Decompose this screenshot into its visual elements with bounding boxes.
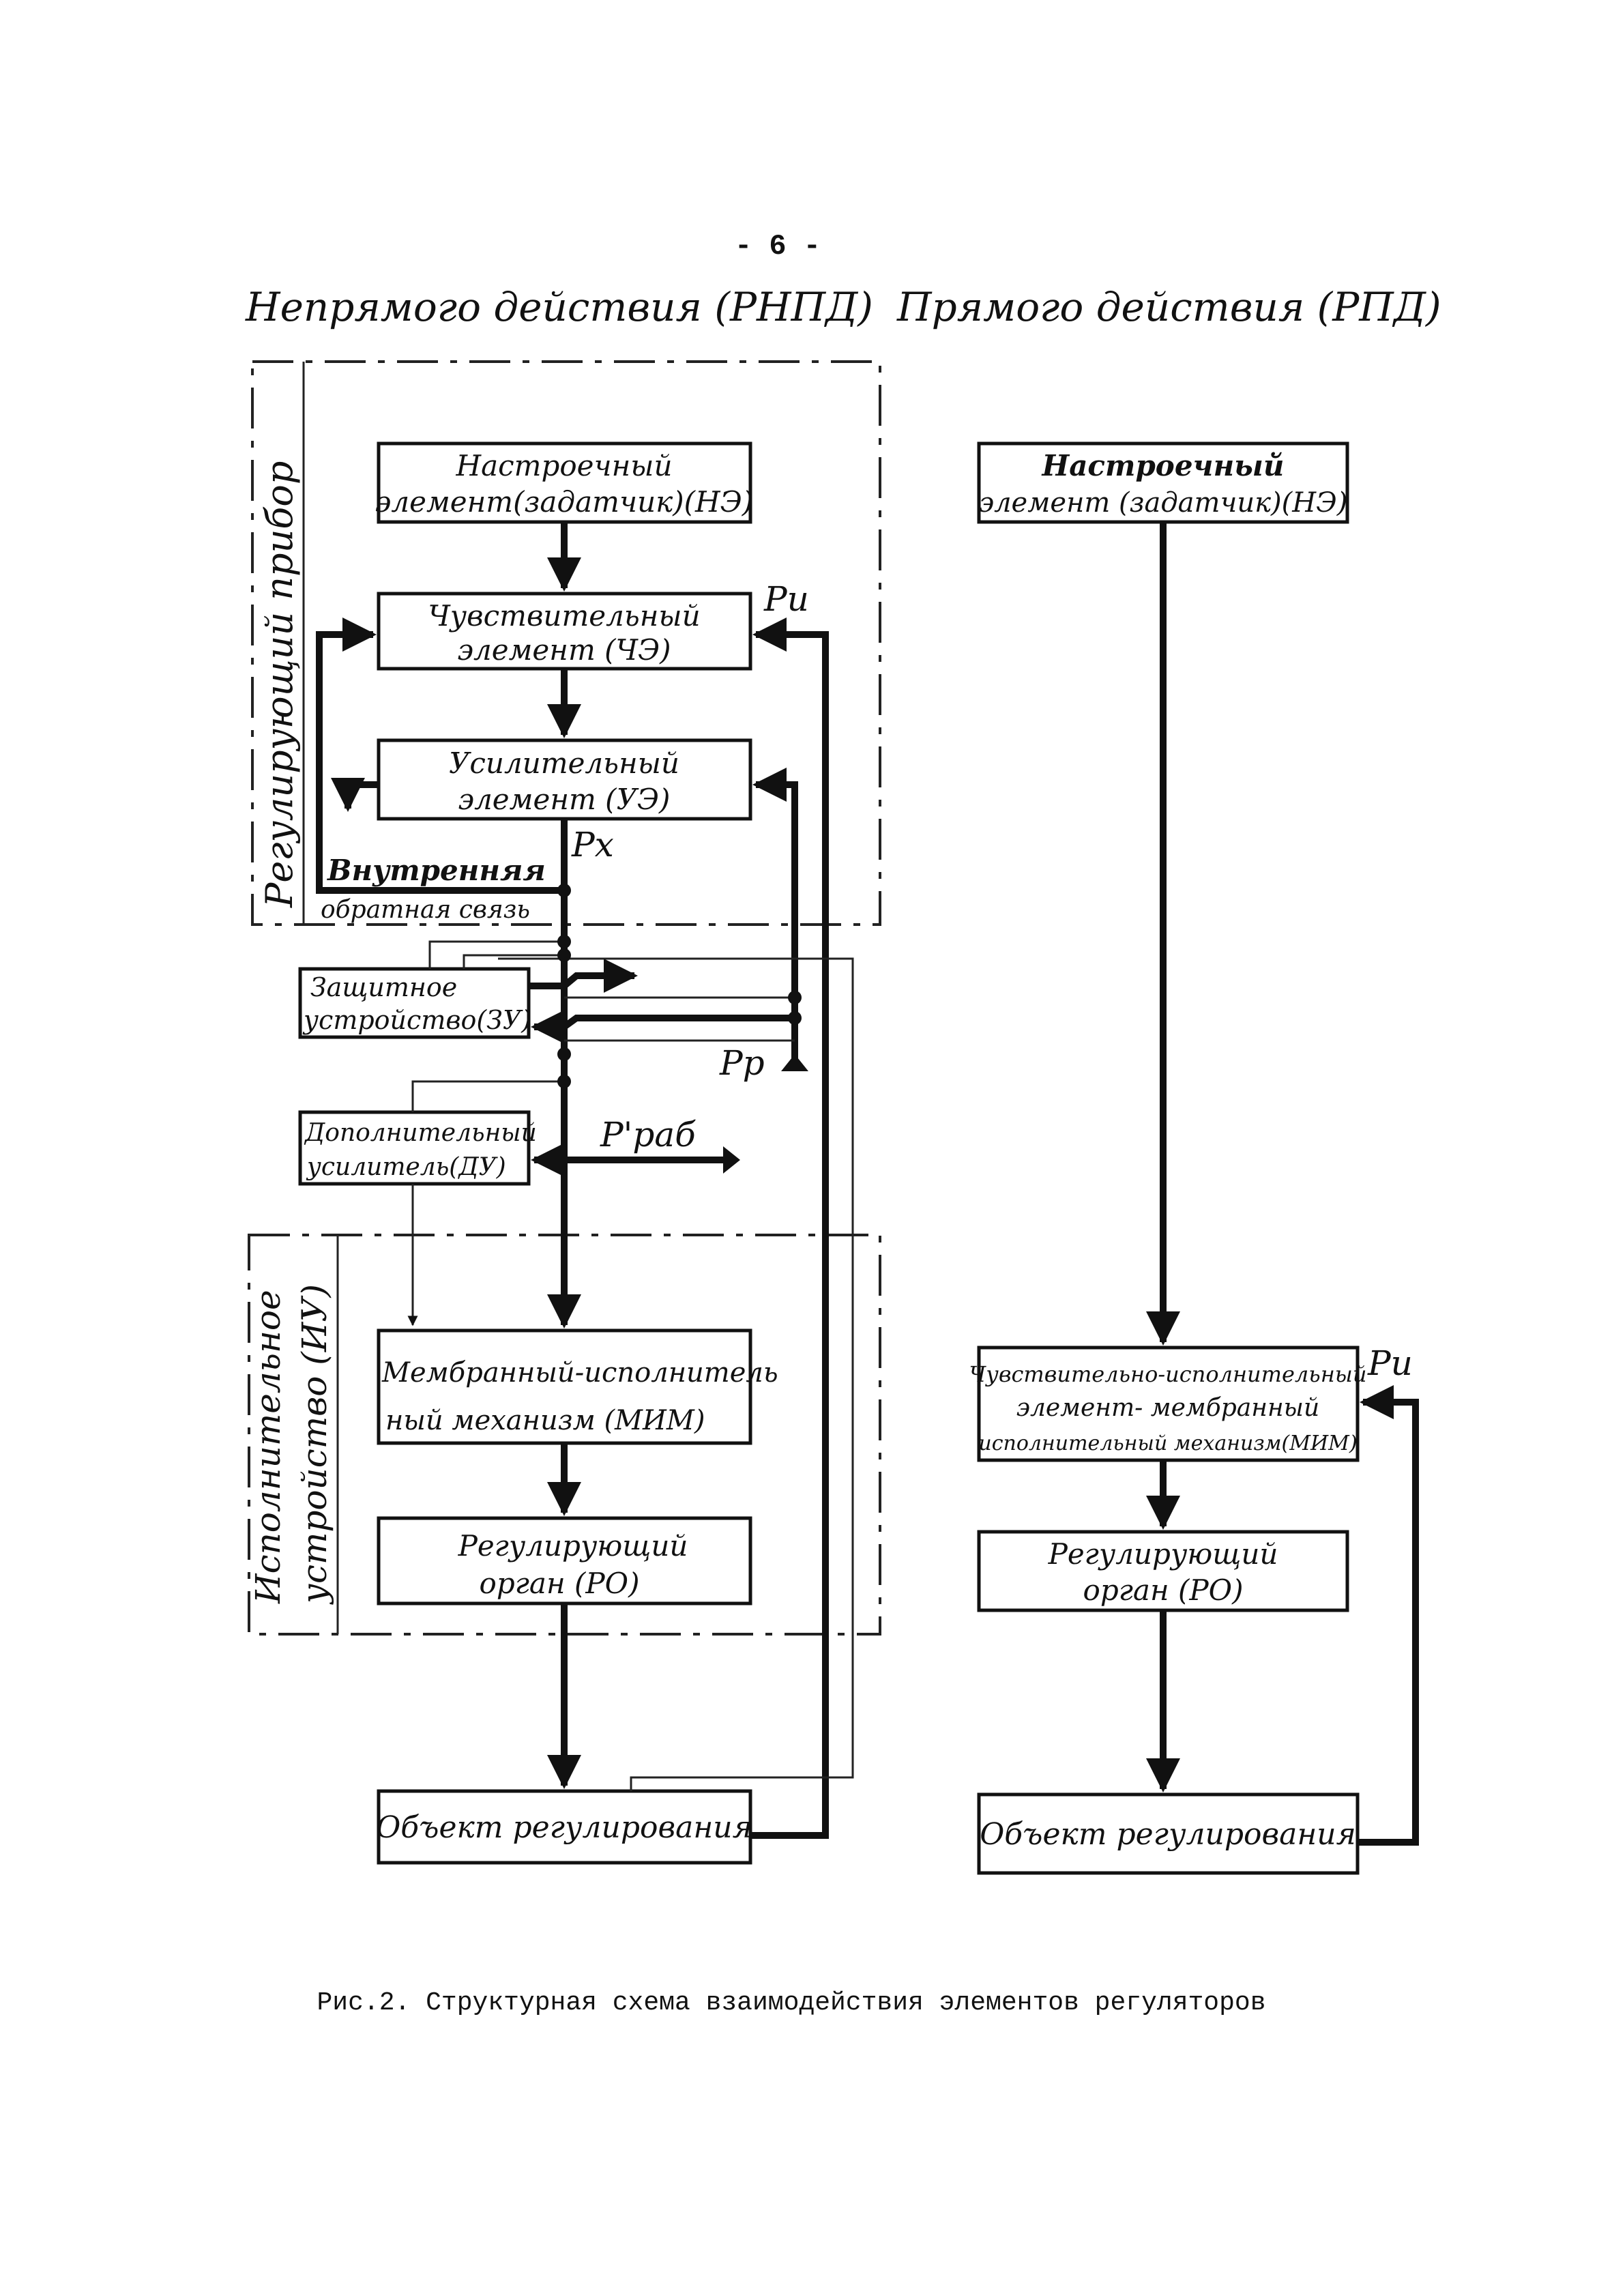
regulating-device-label: Регулирующий прибор bbox=[258, 461, 301, 908]
left-membrane-actuator-line2: ный механизм (МИМ) bbox=[385, 1405, 705, 1436]
right-sensing-actuator-box: Чувствительно-исполнительный элемент- ме… bbox=[969, 1346, 1367, 1462]
left-control-object-label: Объект регулирования bbox=[376, 1810, 752, 1845]
left-sensing-element-box: Чувствительный элемент (ЧЭ) bbox=[377, 592, 752, 671]
page-number: - 6 - bbox=[735, 230, 821, 263]
left-label-px: Px bbox=[571, 825, 614, 864]
regulating-device-group: Регулирующий прибор bbox=[251, 360, 881, 926]
right-tuning-element-box: Настроечный элемент (задатчик)(НЭ) bbox=[977, 441, 1349, 524]
additional-amplifier-box: Дополнительный усилитель(ДУ) bbox=[298, 1110, 537, 1186]
left-feedback-line1: Внутренняя bbox=[327, 854, 546, 887]
left-label-prab: P'раб bbox=[600, 1115, 696, 1154]
right-sensing-actuator-line2: элемент- мембранный bbox=[1016, 1394, 1319, 1422]
left-control-object-box: Объект регулирования bbox=[376, 1789, 752, 1865]
left-regulating-organ-box: Регулирующий орган (РО) bbox=[377, 1516, 752, 1605]
right-regulating-organ-box: Регулирующий орган (РО) bbox=[977, 1530, 1349, 1612]
right-control-object-box: Объект регулирования bbox=[977, 1792, 1360, 1875]
right-tuning-element-line2: элемент (задатчик)(НЭ) bbox=[979, 487, 1348, 519]
left-membrane-actuator-box: Мембранный-исполнитель ный механизм (МИМ… bbox=[377, 1328, 778, 1445]
protective-device-line2: устройство(ЗУ) bbox=[302, 1005, 531, 1035]
left-sensing-element-line1: Чувствительный bbox=[428, 599, 700, 633]
additional-amplifier-line1: Дополнительный bbox=[304, 1119, 537, 1147]
left-feedback-line2: обратная связь bbox=[321, 896, 530, 924]
right-sensing-actuator-line3: исполнительный механизм(МИМ) bbox=[978, 1432, 1357, 1455]
left-column-title: Непрямого действия (РНПД) bbox=[245, 284, 873, 330]
left-amplifier-element-line1: Усилительный bbox=[449, 746, 679, 780]
left-tuning-element-line2: элемент(задатчик)(НЭ) bbox=[375, 485, 753, 519]
executive-device-group: Исполнительное устройство (ИУ) bbox=[248, 1234, 881, 1636]
left-membrane-actuator-line1: Мембранный-исполнитель bbox=[381, 1357, 778, 1389]
left-tuning-element-line1: Настроечный bbox=[455, 449, 672, 482]
left-label-pi: Pи bbox=[763, 579, 809, 619]
figure-caption: Рис.2. Структурная схема взаимодействия … bbox=[317, 1988, 1265, 2018]
left-tuning-element-box: Настроечный элемент(задатчик)(НЭ) bbox=[375, 441, 753, 524]
left-signal-lines bbox=[316, 522, 854, 1839]
right-sensing-actuator-line1: Чувствительно-исполнительный bbox=[969, 1361, 1367, 1387]
left-regulating-organ-line2: орган (РО) bbox=[480, 1567, 640, 1600]
executive-device-label-line2: устройство (ИУ) bbox=[295, 1284, 334, 1605]
right-label-pi: Pи bbox=[1367, 1343, 1413, 1383]
left-regulating-organ-line1: Регулирующий bbox=[458, 1529, 688, 1563]
left-amplifier-element-box: Усилительный элемент (УЭ) bbox=[377, 738, 752, 821]
additional-amplifier-line2: усилитель(ДУ) bbox=[306, 1153, 506, 1181]
right-signal-lines bbox=[1146, 522, 1419, 1846]
left-label-pp: Pр bbox=[719, 1043, 765, 1083]
right-tuning-element-line1: Настроечный bbox=[1042, 449, 1285, 482]
left-amplifier-element-line2: элемент (УЭ) bbox=[458, 783, 671, 816]
right-column-title: Прямого действия (РПД) bbox=[896, 284, 1441, 330]
right-regulating-organ-line1: Регулирующий bbox=[1048, 1537, 1278, 1571]
right-control-object-label: Объект регулирования bbox=[980, 1817, 1356, 1852]
left-sensing-element-line2: элемент (ЧЭ) bbox=[457, 633, 671, 667]
executive-device-label-line1: Исполнительное bbox=[248, 1290, 288, 1604]
protective-device-line1: Защитное bbox=[310, 972, 457, 1002]
protective-device-box: Защитное устройство(ЗУ) bbox=[298, 967, 531, 1039]
right-regulating-organ-line2: орган (РО) bbox=[1083, 1573, 1244, 1607]
